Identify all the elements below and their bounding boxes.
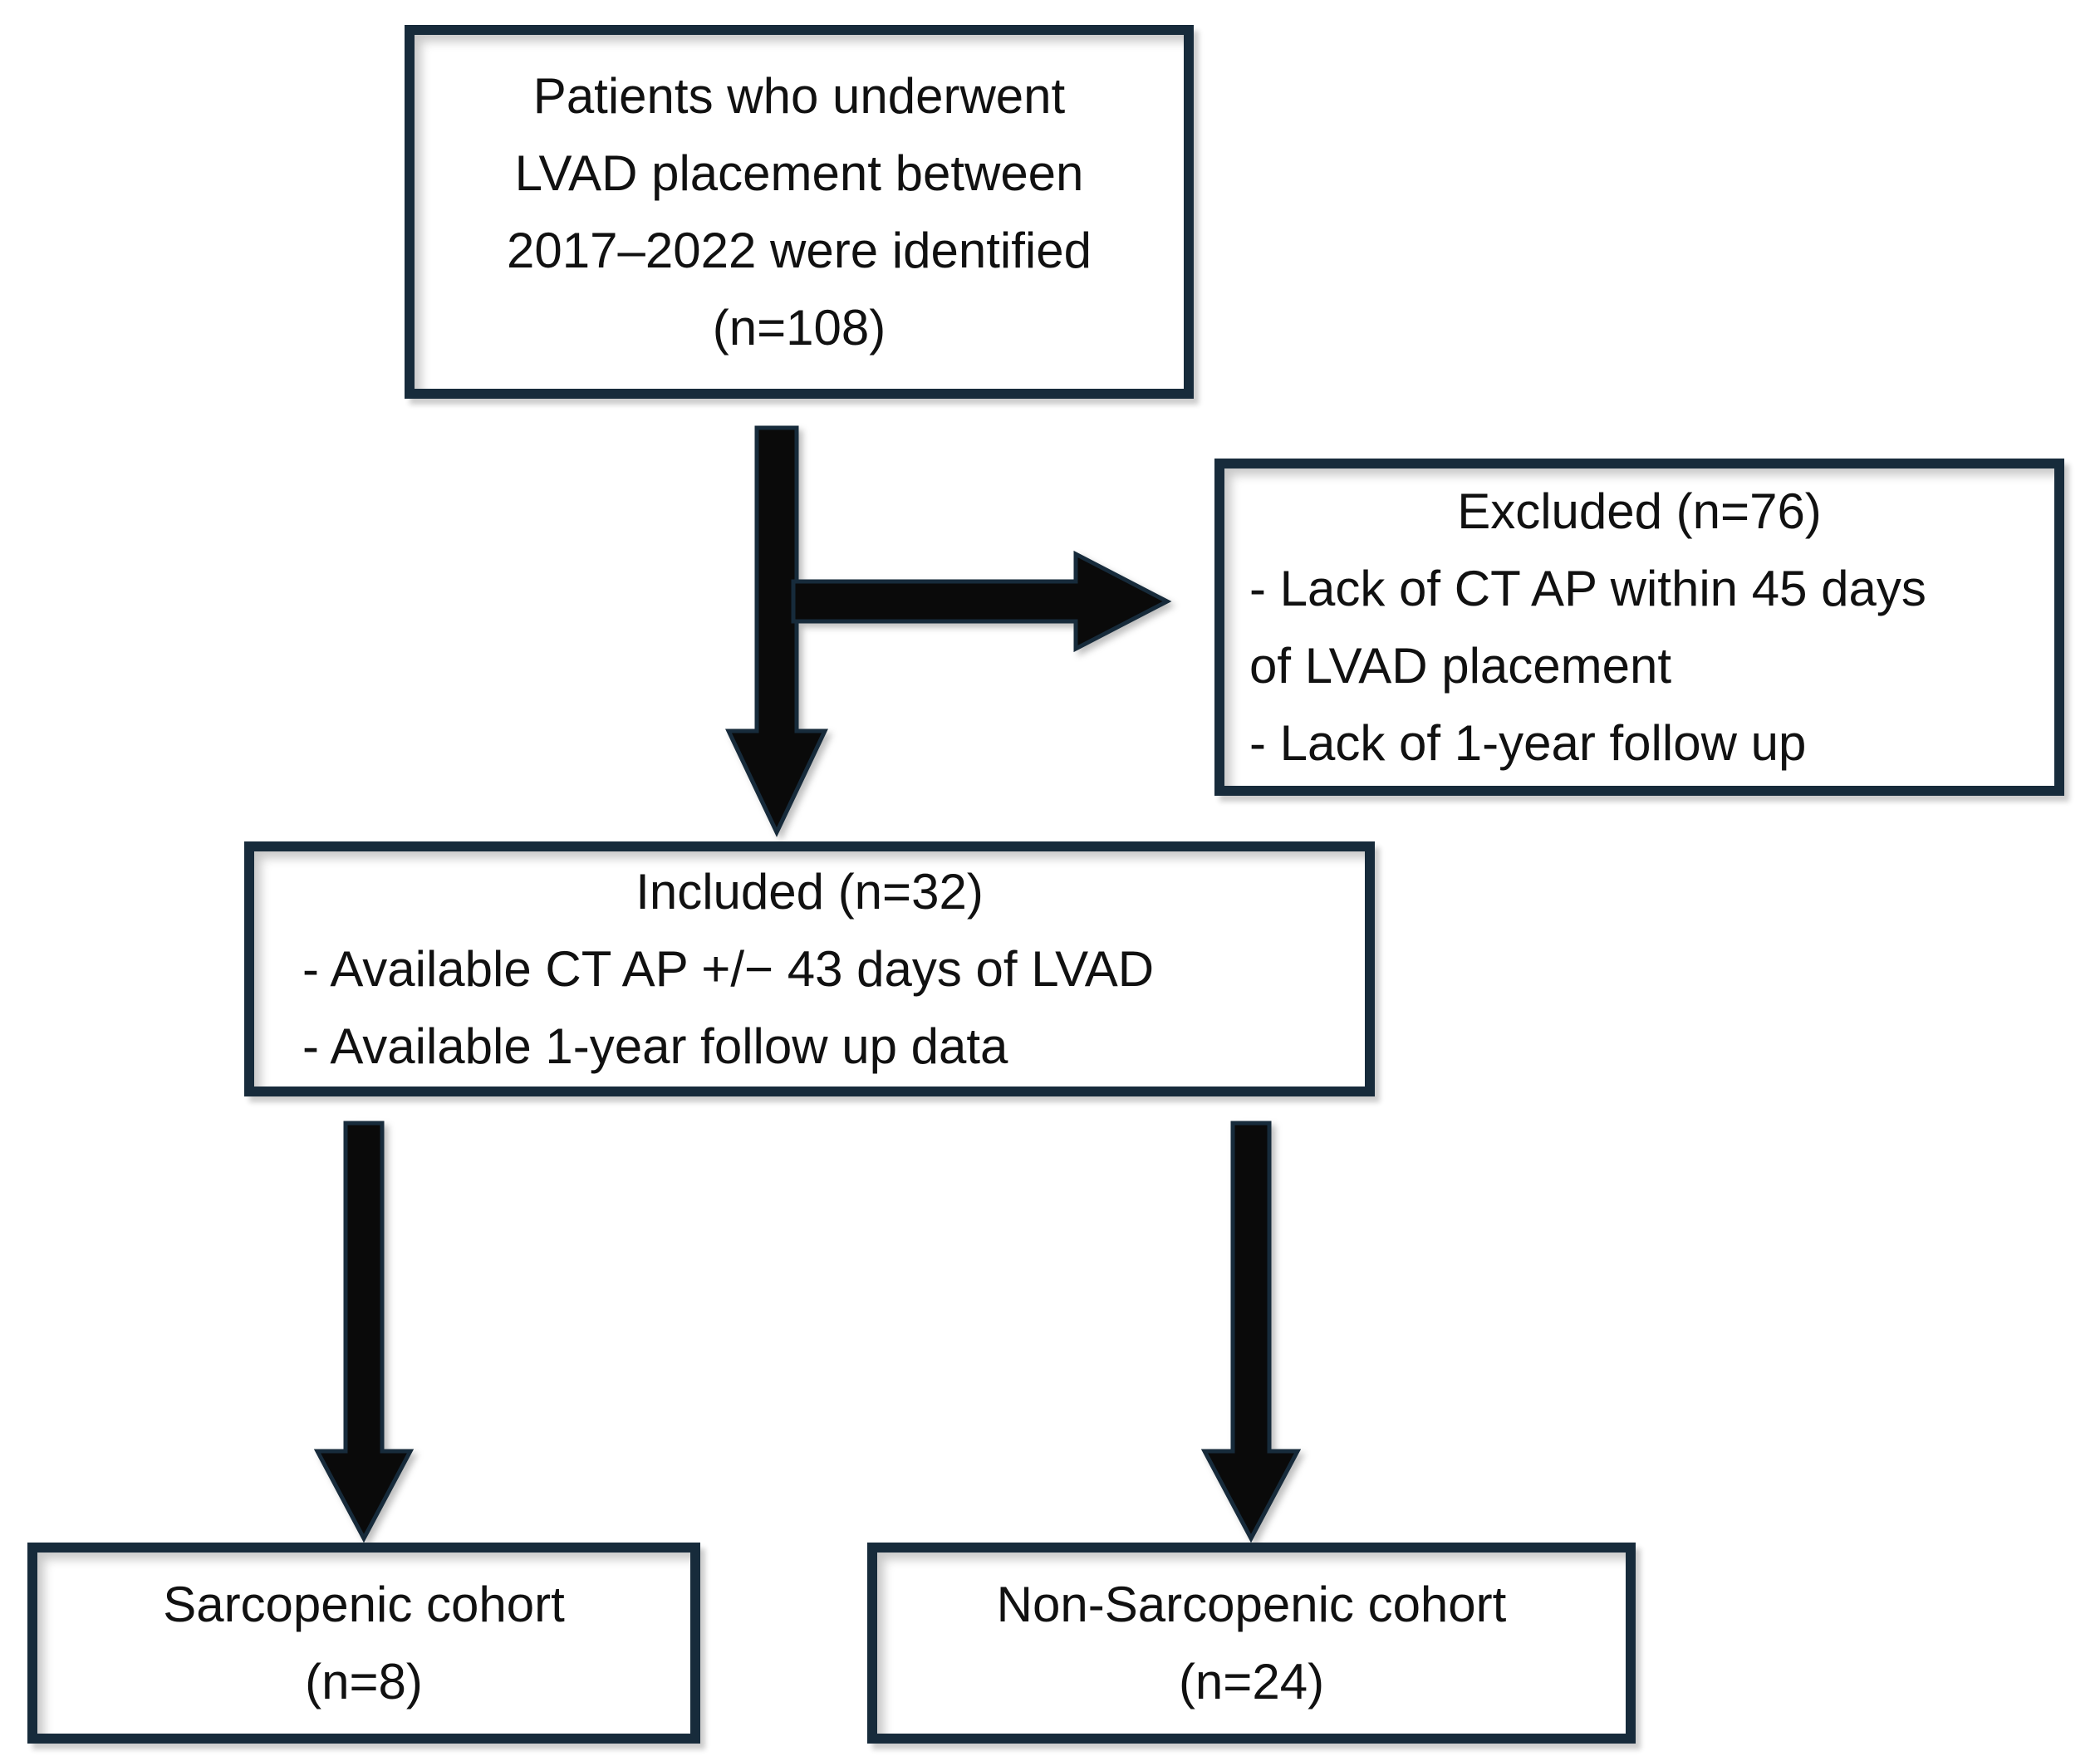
non-sarcopenic-label: Non-Sarcopenic cohort <box>996 1577 1507 1632</box>
identified-line: 2017–2022 were identified <box>507 223 1092 278</box>
excluded-title: Excluded (n=76) <box>1457 483 1822 539</box>
identified-count: (n=108) <box>712 300 886 356</box>
included-bullet: - Available CT AP +/− 43 days of LVAD <box>302 941 1155 997</box>
identified-line: Patients who underwent <box>532 68 1066 124</box>
sarcopenic-count: (n=8) <box>305 1654 423 1709</box>
box-non-sarcopenic-cohort: Non-Sarcopenic cohort (n=24) <box>867 1543 1636 1744</box>
sarcopenic-label: Sarcopenic cohort <box>163 1577 565 1632</box>
excluded-bullet: - Lack of CT AP within 45 days <box>1249 561 1926 616</box>
excluded-bullet-continuation: of LVAD placement <box>1249 638 1672 694</box>
arrow-right-to-excluded-icon <box>791 550 1172 653</box>
arrow-down-identified-to-included-icon <box>725 425 828 837</box>
included-bullet: - Available 1-year follow up data <box>302 1018 1008 1074</box>
non-sarcopenic-count: (n=24) <box>1178 1654 1325 1709</box>
box-identified-patients: Patients who underwent LVAD placement be… <box>405 25 1194 399</box>
identified-line: LVAD placement between <box>514 145 1084 201</box>
excluded-bullet: - Lack of 1-year follow up <box>1249 715 1807 771</box>
arrow-down-included-to-sarcopenic-icon <box>313 1121 415 1543</box>
box-excluded: Excluded (n=76) - Lack of CT AP within 4… <box>1214 459 2064 796</box>
box-sarcopenic-cohort: Sarcopenic cohort (n=8) <box>27 1543 700 1744</box>
box-included: Included (n=32) - Available CT AP +/− 43… <box>244 841 1375 1096</box>
included-title: Included (n=32) <box>635 864 984 920</box>
arrow-down-included-to-nonsarcopenic-icon <box>1200 1121 1302 1543</box>
